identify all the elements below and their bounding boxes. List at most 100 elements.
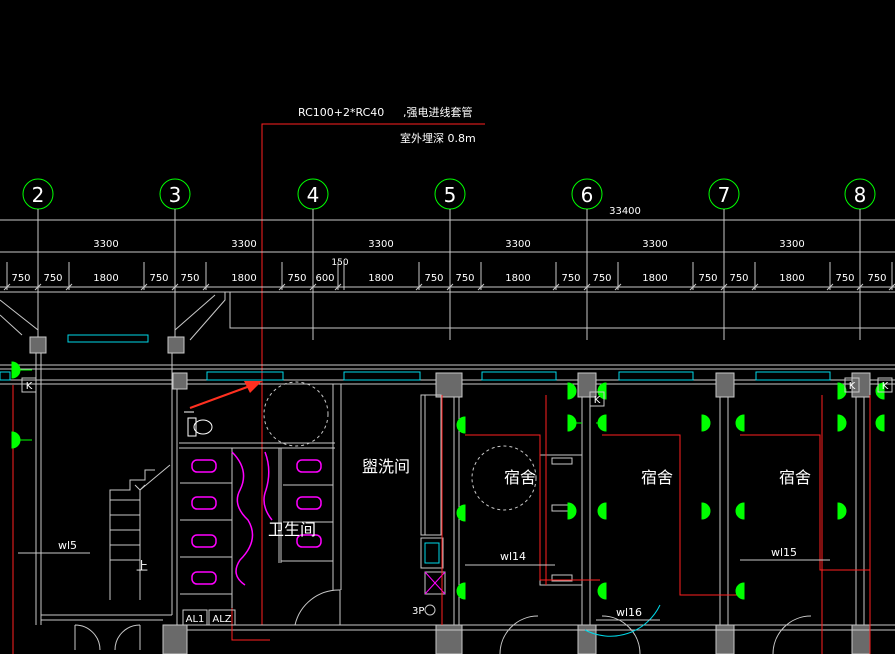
axis-bubble-8[interactable]: 8 <box>844 178 876 210</box>
door-sweep-arc <box>584 604 661 637</box>
axis-bubble-5[interactable]: 5 <box>434 178 466 210</box>
squat-toilet-4[interactable] <box>191 571 217 585</box>
dim-sub-2: 750 <box>43 273 62 284</box>
dim-sub-11: 750 <box>455 273 474 284</box>
dim-sub-14: 750 <box>592 273 611 284</box>
room-washroom-label: 盥洗间 <box>362 457 410 476</box>
window-left-edge[interactable] <box>0 371 11 381</box>
dim-sub-18: 1800 <box>779 273 804 284</box>
cable-desc-label: ,强电进线套管 <box>403 105 473 119</box>
fan-dorm-1[interactable] <box>471 445 537 511</box>
dim-bay-5-6: 3300 <box>505 239 530 250</box>
dim-sub-9: 1800 <box>368 273 393 284</box>
door-washroom[interactable] <box>294 589 341 626</box>
canopy-outline <box>0 291 895 341</box>
cable-spec-label: RC100+2*RC40 <box>298 106 384 119</box>
axis-label-4: 4 <box>307 183 320 207</box>
cable-entry-annotation: RC100+2*RC40 ,强电进线套管 室外埋深 0.8m <box>261 105 485 625</box>
dim-bay-4-5: 3300 <box>368 239 393 250</box>
door-dorm-2[interactable] <box>601 615 641 654</box>
window-bay-5[interactable] <box>481 371 557 381</box>
western-toilet[interactable] <box>184 411 213 437</box>
squat-toilet-3[interactable] <box>191 534 217 548</box>
windows <box>0 334 831 381</box>
switch-k-1: K <box>26 381 33 392</box>
dim-sub-20: 750 <box>867 273 886 284</box>
dim-sub-17: 750 <box>729 273 748 284</box>
axis-label-3: 3 <box>169 183 182 207</box>
dim-sub-5: 750 <box>180 273 199 284</box>
circuit-labels: wl5 wl14 wl15 wl16 <box>18 539 830 621</box>
room-dorm-2-label: 宿舍 <box>641 468 673 487</box>
window-bay-6[interactable] <box>618 371 694 381</box>
window-bay-7[interactable] <box>755 371 831 381</box>
dim-sub-6: 1800 <box>231 273 256 284</box>
dim-sub-4: 750 <box>149 273 168 284</box>
dim-sub-15: 1800 <box>642 273 667 284</box>
pointer-arrow <box>189 381 262 409</box>
panel-alz-box[interactable] <box>208 609 236 626</box>
squat-toilet-6[interactable] <box>296 496 322 510</box>
axis-label-2: 2 <box>32 183 45 207</box>
switch-k-2: K <box>594 395 601 406</box>
washroom-basin[interactable] <box>420 537 446 595</box>
dim-total: 33400 <box>609 206 641 217</box>
room-toilet-label: 卫生间 <box>268 520 316 539</box>
squat-toilet-2[interactable] <box>191 496 217 510</box>
panel-al1-label: AL1 <box>186 614 205 625</box>
fan-toilet[interactable] <box>263 381 329 447</box>
axis-bubble-7[interactable]: 7 <box>708 178 740 210</box>
axis-bubble-6[interactable]: 6 <box>571 178 603 210</box>
axis-label-5: 5 <box>444 183 457 207</box>
switch-k-4: K <box>882 381 889 392</box>
switch-markers <box>21 377 893 407</box>
axis-bubble-3[interactable]: 3 <box>159 178 191 210</box>
window-bay-3[interactable] <box>206 371 284 381</box>
dim-sub-12: 1800 <box>505 273 530 284</box>
squat-toilet-7[interactable] <box>296 534 322 548</box>
circuit-wl5: wl5 <box>58 539 77 552</box>
room-walls <box>35 353 895 631</box>
staircase[interactable] <box>109 464 171 600</box>
axis-bubble-4[interactable]: 4 <box>297 178 329 210</box>
annotation-leader-line <box>261 123 485 625</box>
dim-extra: 150 <box>331 258 348 268</box>
lamp-stems <box>20 369 600 441</box>
switch-k-3: K <box>849 381 856 392</box>
door-dorm-1[interactable] <box>499 615 539 654</box>
squat-toilet-1[interactable] <box>191 459 217 473</box>
door-dorm-3[interactable] <box>772 615 812 654</box>
three-phase-outlet[interactable] <box>424 604 436 616</box>
panel-al1-box[interactable] <box>182 609 208 626</box>
dim-bay-7-8: 3300 <box>779 239 804 250</box>
window-stair[interactable] <box>67 334 149 343</box>
three-phase-label: 3P <box>412 606 424 617</box>
axis-bubble-2[interactable]: 2 <box>22 178 54 210</box>
window-bay-4[interactable] <box>343 371 421 381</box>
axis-label-8: 8 <box>854 183 867 207</box>
room-labels: 盥洗间 卫生间 宿舍 宿舍 宿舍 <box>268 457 811 539</box>
toilet-fixtures <box>180 448 333 608</box>
burial-depth-label: 室外埋深 0.8m <box>400 131 476 145</box>
axis-label-6: 6 <box>581 183 594 207</box>
squat-toilet-5[interactable] <box>296 459 322 473</box>
dim-bay-6-7: 3300 <box>642 239 667 250</box>
distribution-panels: AL1 ALZ 3P <box>182 604 436 626</box>
dim-sub: 750 750 1800 750 750 1800 750 600 1800 7… <box>11 273 886 284</box>
circuit-wl15: wl15 <box>771 546 797 559</box>
dimension-chains <box>0 209 895 340</box>
dim-sub-10: 750 <box>424 273 443 284</box>
door-stair-entry[interactable] <box>74 624 141 651</box>
panel-alz-label: ALZ <box>212 614 231 625</box>
room-dorm-3-label: 宿舍 <box>779 468 811 487</box>
stair-up-label: 上 <box>136 559 148 573</box>
columns <box>29 336 871 654</box>
dim-bay-3-4: 3300 <box>231 239 256 250</box>
doors <box>74 589 812 654</box>
circuit-wl16: wl16 <box>616 606 642 619</box>
circuit-wl14: wl14 <box>500 550 526 563</box>
axis-bubbles: 2 3 4 5 6 7 8 <box>22 178 876 210</box>
dim-sub-1: 750 <box>11 273 30 284</box>
power-wiring <box>12 385 871 654</box>
